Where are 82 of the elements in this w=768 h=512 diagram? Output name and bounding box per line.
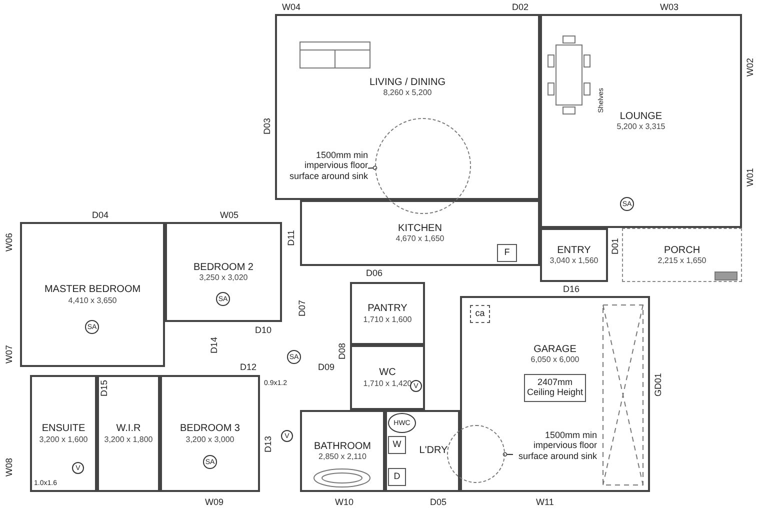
room-dimensions: 1,710 x 1,600 [363, 314, 412, 324]
room-name: ENTRY [557, 244, 591, 256]
opening-code: W05 [220, 211, 239, 220]
opening-code: GD01 [654, 373, 663, 397]
room-name: LOUNGE [620, 110, 662, 122]
room-outline [385, 410, 460, 492]
room-name: ENSUITE [42, 423, 86, 435]
opening-code: D07 [298, 300, 307, 317]
opening-code: D06 [366, 269, 383, 278]
opening-code: D02 [512, 3, 529, 12]
opening-code: D12 [240, 363, 257, 372]
appliance-box: F [497, 244, 517, 262]
room-name: L'DRY [419, 445, 448, 457]
opening-code: D05 [430, 498, 447, 507]
room-outline [540, 228, 608, 282]
opening-code: W02 [746, 58, 755, 77]
room-outline [30, 375, 97, 492]
room-name: GARAGE [534, 344, 576, 356]
opening-code: D10 [255, 326, 272, 335]
opening-code: D03 [263, 118, 272, 135]
room-name: MASTER BEDROOM [44, 284, 141, 296]
room-dimensions: 2,850 x 2,110 [318, 452, 366, 462]
opening-code: W11 [536, 498, 554, 507]
ceiling-height-box: 2407mm Ceiling Height [524, 374, 586, 402]
room-dimensions: 8,260 x 5,200 [383, 88, 432, 98]
room-dimensions: 5,200 x 3,315 [616, 122, 666, 132]
opening-code: D08 [338, 343, 347, 360]
opening-code: D15 [100, 380, 109, 397]
room-outline [300, 200, 540, 266]
opening-code: D04 [92, 211, 109, 220]
room-name: LIVING / DINING [369, 76, 446, 88]
opening-code: W07 [5, 345, 14, 364]
room-name: BEDROOM 3 [180, 423, 240, 435]
opening-code: D14 [210, 337, 219, 354]
room-outline [165, 222, 282, 322]
opening-code: W03 [660, 3, 679, 12]
room-dimensions: 4,670 x 1,650 [396, 234, 444, 244]
room-dimensions: 3,040 x 1,560 [550, 256, 598, 266]
opening-code: W04 [282, 3, 301, 12]
room-outline [350, 345, 425, 410]
room-dimensions: 2,215 x 1,650 [658, 256, 706, 266]
ceiling-access-box: ca [470, 305, 490, 323]
room-outline [160, 375, 260, 492]
room-name: PANTRY [368, 303, 408, 315]
clearance-circle [447, 425, 505, 483]
porch-area [622, 228, 742, 282]
appliance-box: D [388, 468, 406, 486]
room-name: PORCH [664, 244, 700, 256]
opening-code: W09 [205, 498, 224, 507]
appliance-box: W [388, 436, 406, 454]
opening-code: W01 [746, 168, 755, 187]
leader-line [502, 452, 514, 457]
opening-code: D09 [318, 363, 335, 372]
room-name: KITCHEN [398, 222, 442, 234]
room-dimensions: 3,200 x 1,800 [104, 434, 153, 444]
room-name: WC [379, 367, 396, 379]
room-dimensions: 3,250 x 3,020 [199, 273, 248, 282]
room-dimensions: 6,050 x 6,000 [530, 355, 580, 364]
room-outline [20, 222, 165, 367]
note-text: 1500mm min impervious floor surface around sink [278, 150, 368, 190]
note-text: 1500mm min impervious floor surface around sink [513, 430, 597, 480]
leader-line [368, 166, 378, 170]
room-dimensions: 3,200 x 3,000 [186, 434, 234, 444]
room-outline [540, 14, 742, 228]
room-dimensions: 3,200 x 1,600 [39, 434, 88, 444]
room-name: BATHROOM [314, 440, 372, 452]
opening-code: W08 [5, 458, 14, 477]
room-outline [460, 296, 650, 492]
room-name: BEDROOM 2 [193, 262, 254, 274]
room-outline [350, 282, 425, 345]
opening-code: D13 [264, 436, 273, 453]
room-name: W.I.R [116, 423, 141, 435]
room-outline [275, 14, 540, 200]
opening-code: D01 [611, 238, 620, 255]
clearance-circle [375, 118, 471, 214]
opening-code: D11 [287, 230, 296, 246]
opening-code: W06 [5, 233, 14, 252]
opening-code: D16 [563, 285, 580, 294]
room-outline [97, 375, 160, 492]
room-dimensions: 4,410 x 3,650 [68, 296, 117, 305]
room-outline [300, 410, 385, 492]
opening-code: W10 [335, 498, 354, 507]
